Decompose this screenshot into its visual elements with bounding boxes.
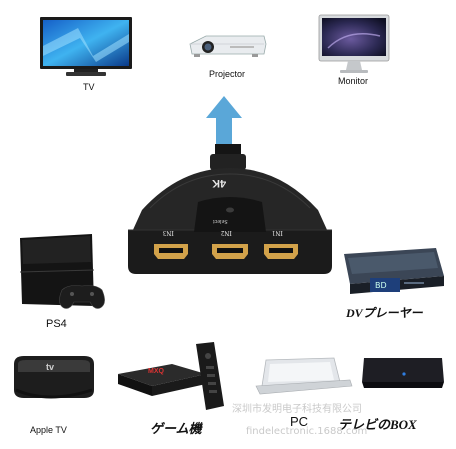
switch-4k-badge: 4K — [212, 177, 227, 189]
watermark-url: findelectronic.1688.com — [246, 426, 368, 437]
tv-box-device — [360, 352, 446, 392]
port-in3-label: IN3 — [163, 229, 174, 237]
dvd-device: BD — [340, 246, 446, 298]
tv-device — [38, 16, 134, 78]
pc-image — [255, 357, 353, 395]
tv-label: TV — [83, 82, 95, 92]
game-console-label: ゲーム機 — [150, 421, 202, 436]
dvd-image: BD — [344, 248, 444, 294]
apple-tv-label: Apple TV — [30, 425, 67, 435]
monitor-image — [318, 14, 390, 73]
apple-tv-image — [14, 356, 94, 399]
pc-device — [252, 356, 354, 400]
projector-label: Projector — [209, 69, 246, 79]
ps4-image — [19, 234, 105, 309]
monitor-label: Monitor — [338, 76, 369, 86]
tvbox-screen-logo: MXQ — [148, 368, 164, 375]
hdmi-switch-image — [128, 144, 332, 274]
tv-box-image — [362, 358, 444, 388]
output-arrow-icon — [206, 96, 242, 156]
pc-label: PC — [290, 414, 309, 429]
apple-tv-logo: tv — [46, 362, 55, 372]
svg-text:BD: BD — [375, 281, 387, 290]
game-console-device — [112, 340, 230, 416]
projector-device — [186, 32, 268, 62]
tv-image — [40, 17, 132, 76]
watermark-company: 深圳市发明电子科技有限公司 — [232, 404, 362, 415]
port-in2-label: IN2 — [221, 229, 232, 237]
switch-select-button[interactable]: Select — [213, 218, 228, 224]
game-console-image — [118, 342, 224, 410]
hdmi-switch — [120, 140, 340, 290]
ps4-label: PS4 — [46, 318, 67, 330]
ps4-device — [16, 232, 108, 314]
dvd-label: DVプレーヤー — [346, 306, 423, 320]
apple-tv-device — [8, 350, 100, 408]
tv-box-label: テレビのBOX — [338, 417, 417, 432]
port-in1-label: IN1 — [272, 229, 283, 237]
monitor-device — [318, 14, 390, 76]
projector-image — [189, 35, 267, 57]
